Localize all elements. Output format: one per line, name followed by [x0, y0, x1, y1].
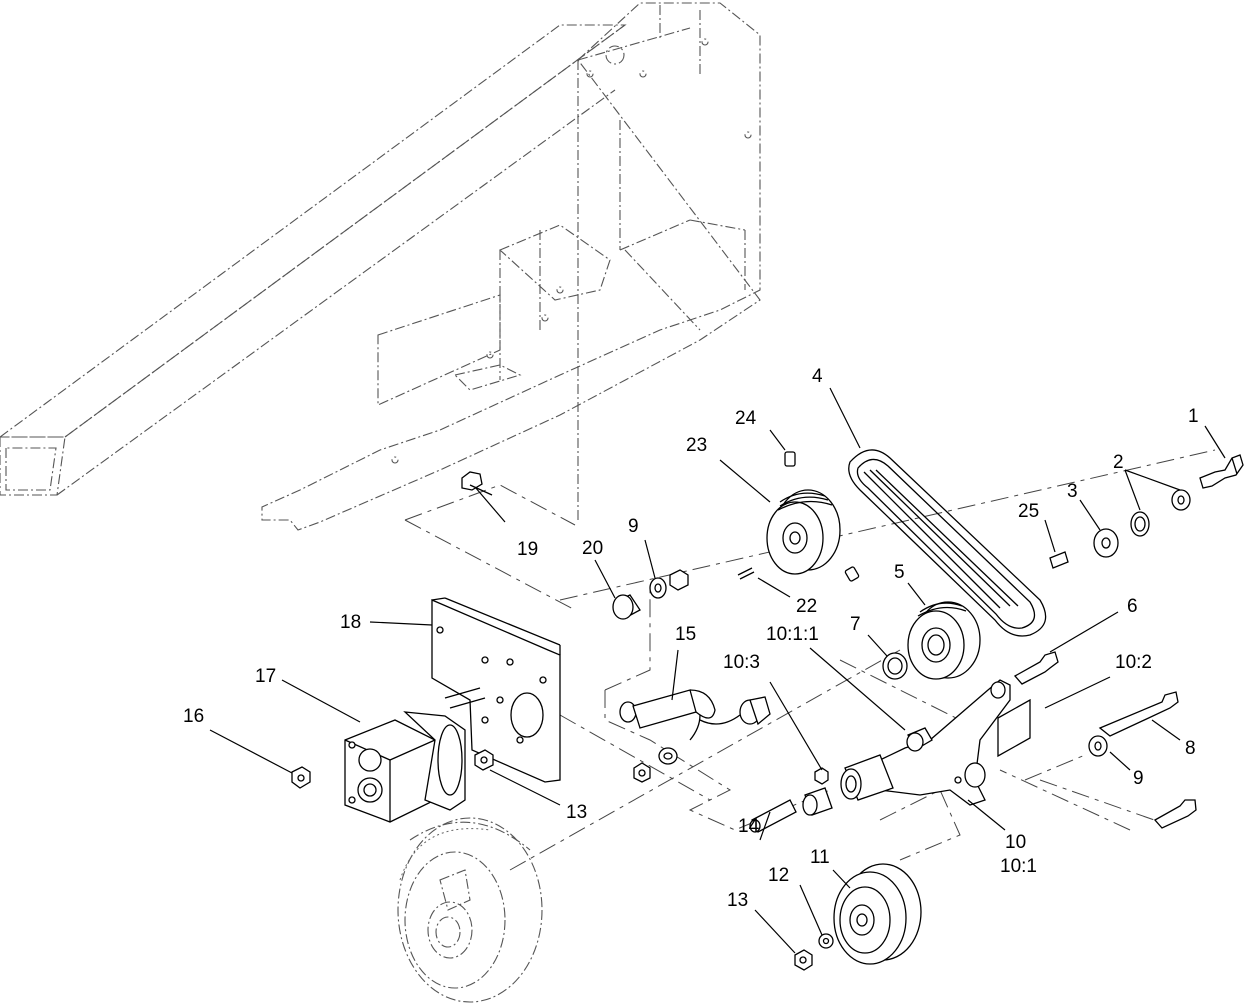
part-8-bolt: [1088, 691, 1179, 757]
spring-spacer: [739, 696, 771, 726]
part-10-2-decal: [997, 698, 1031, 758]
frame-rail-phantom: [0, 24, 627, 496]
part-4-belt: [848, 449, 1047, 637]
part-3-washer: [1093, 528, 1119, 558]
callout-4: 4: [812, 366, 823, 387]
callout-8: 8: [1185, 738, 1196, 759]
part-6-bolt: [1013, 651, 1059, 685]
callout-labels: 1 2 3 4 5 6 7 8 9 9 10 10:1 10:1:1 10:2 …: [183, 366, 1199, 911]
part-16-nut: [291, 766, 311, 789]
part-10-idler-arm: [879, 679, 1011, 806]
callout-25: 25: [1018, 501, 1039, 522]
callout-7: 7: [850, 614, 861, 635]
callout-5: 5: [894, 562, 905, 583]
part-5-pulley: [907, 601, 981, 680]
part-10-3-grease-fitting: [814, 767, 829, 785]
callout-11: 11: [810, 847, 830, 868]
callout-17: 17: [255, 666, 276, 687]
part-10-1-1-bushing: [906, 727, 933, 752]
part-2-bearing: [1130, 489, 1191, 537]
part-7-bushing: [882, 652, 908, 680]
callout-22: 22: [796, 596, 817, 617]
part-13-nut-lower: [794, 949, 813, 971]
callout-13-lower: 13: [727, 890, 748, 911]
callout-9-lower: 9: [1133, 768, 1144, 789]
part-22-key: [737, 567, 755, 580]
callout-10-2: 10:2: [1115, 652, 1152, 673]
part-14-shaft: [749, 787, 833, 833]
part-1-bolt: [1199, 454, 1244, 489]
mount-bracket-phantom: [261, 2, 761, 531]
assembly-axis-lines: [404, 449, 1216, 871]
callout-24: 24: [735, 408, 757, 429]
part-11-idler-pulley: [833, 863, 922, 965]
callout-6: 6: [1127, 596, 1138, 617]
callout-18: 18: [340, 612, 361, 633]
pivot-plate-phantom: [377, 224, 611, 464]
callout-9-upper: 9: [628, 516, 639, 537]
part-24-set-screw: [784, 451, 860, 582]
callout-15: 15: [675, 624, 696, 645]
callout-19: 19: [517, 539, 538, 560]
part-15-spring: [619, 689, 741, 741]
callout-14: 14: [738, 816, 760, 837]
callout-12: 12: [768, 865, 789, 886]
callout-13-upper: 13: [566, 802, 587, 823]
callout-16: 16: [183, 706, 204, 727]
part-17-hydraulic-pump: [344, 687, 486, 823]
callout-10-1-1: 10:1:1: [766, 624, 819, 645]
part-18-mount-plate: [431, 597, 561, 783]
clutch-phantom: [397, 817, 543, 1003]
part-9-washer-upper: [649, 569, 689, 599]
callout-10-1: 10:1: [1000, 856, 1037, 877]
part-10-1-tube: [840, 754, 894, 801]
callout-10: 10: [1005, 832, 1026, 853]
part-23-pulley: [766, 489, 841, 575]
callout-10-3: 10:3: [723, 652, 760, 673]
part-13-nut-mid: [633, 747, 678, 783]
part-13-nut-upper: [474, 749, 494, 771]
part-12-washer: [818, 933, 834, 949]
callout-23: 23: [686, 435, 707, 456]
part-19-bolt: [461, 471, 493, 496]
callout-20: 20: [582, 538, 603, 559]
callout-3: 3: [1067, 481, 1078, 502]
leader-lines: [209, 387, 1226, 954]
lower-bolt: [1153, 799, 1197, 829]
part-20-spacer: [612, 594, 641, 620]
callout-2: 2: [1113, 452, 1124, 473]
callout-1: 1: [1188, 406, 1199, 427]
part-25-key: [1049, 551, 1069, 569]
